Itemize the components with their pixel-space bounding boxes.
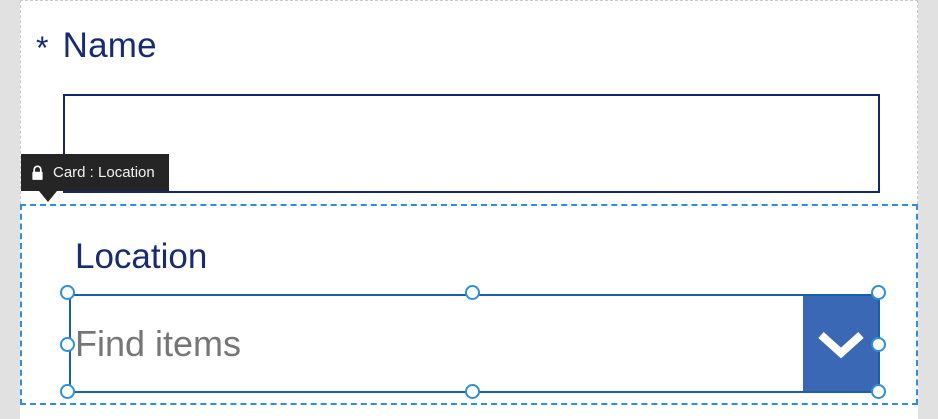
- location-combobox-placeholder: Find items: [75, 322, 242, 364]
- handle-top-left[interactable]: [59, 284, 75, 300]
- card-location[interactable]: Location Find items: [20, 204, 918, 405]
- tooltip-arrow: [39, 191, 57, 202]
- name-field-label: * Name: [36, 25, 157, 69]
- handle-bottom-left[interactable]: [59, 383, 75, 399]
- handle-middle-left[interactable]: [59, 336, 75, 352]
- location-field-label: Location: [75, 237, 208, 276]
- handle-middle-right[interactable]: [870, 336, 886, 352]
- canvas-gutter-right: [918, 0, 938, 419]
- handle-top-right[interactable]: [870, 284, 886, 300]
- tooltip-label: Card : Location: [53, 164, 155, 181]
- canvas-gutter-left: [0, 0, 20, 419]
- lock-icon: [31, 165, 44, 181]
- handle-top-center[interactable]: [464, 284, 480, 300]
- chevron-down-icon: [813, 324, 869, 364]
- name-text-input[interactable]: [63, 94, 880, 193]
- required-asterisk: *: [36, 30, 49, 66]
- location-combobox-toggle-button[interactable]: [803, 296, 878, 391]
- card-tooltip: Card : Location: [21, 154, 169, 191]
- location-combobox[interactable]: Find items: [69, 294, 880, 393]
- card-name[interactable]: * Name: [20, 0, 918, 204]
- name-label-text: Name: [62, 26, 157, 65]
- handle-bottom-center[interactable]: [464, 383, 480, 399]
- handle-bottom-right[interactable]: [870, 383, 886, 399]
